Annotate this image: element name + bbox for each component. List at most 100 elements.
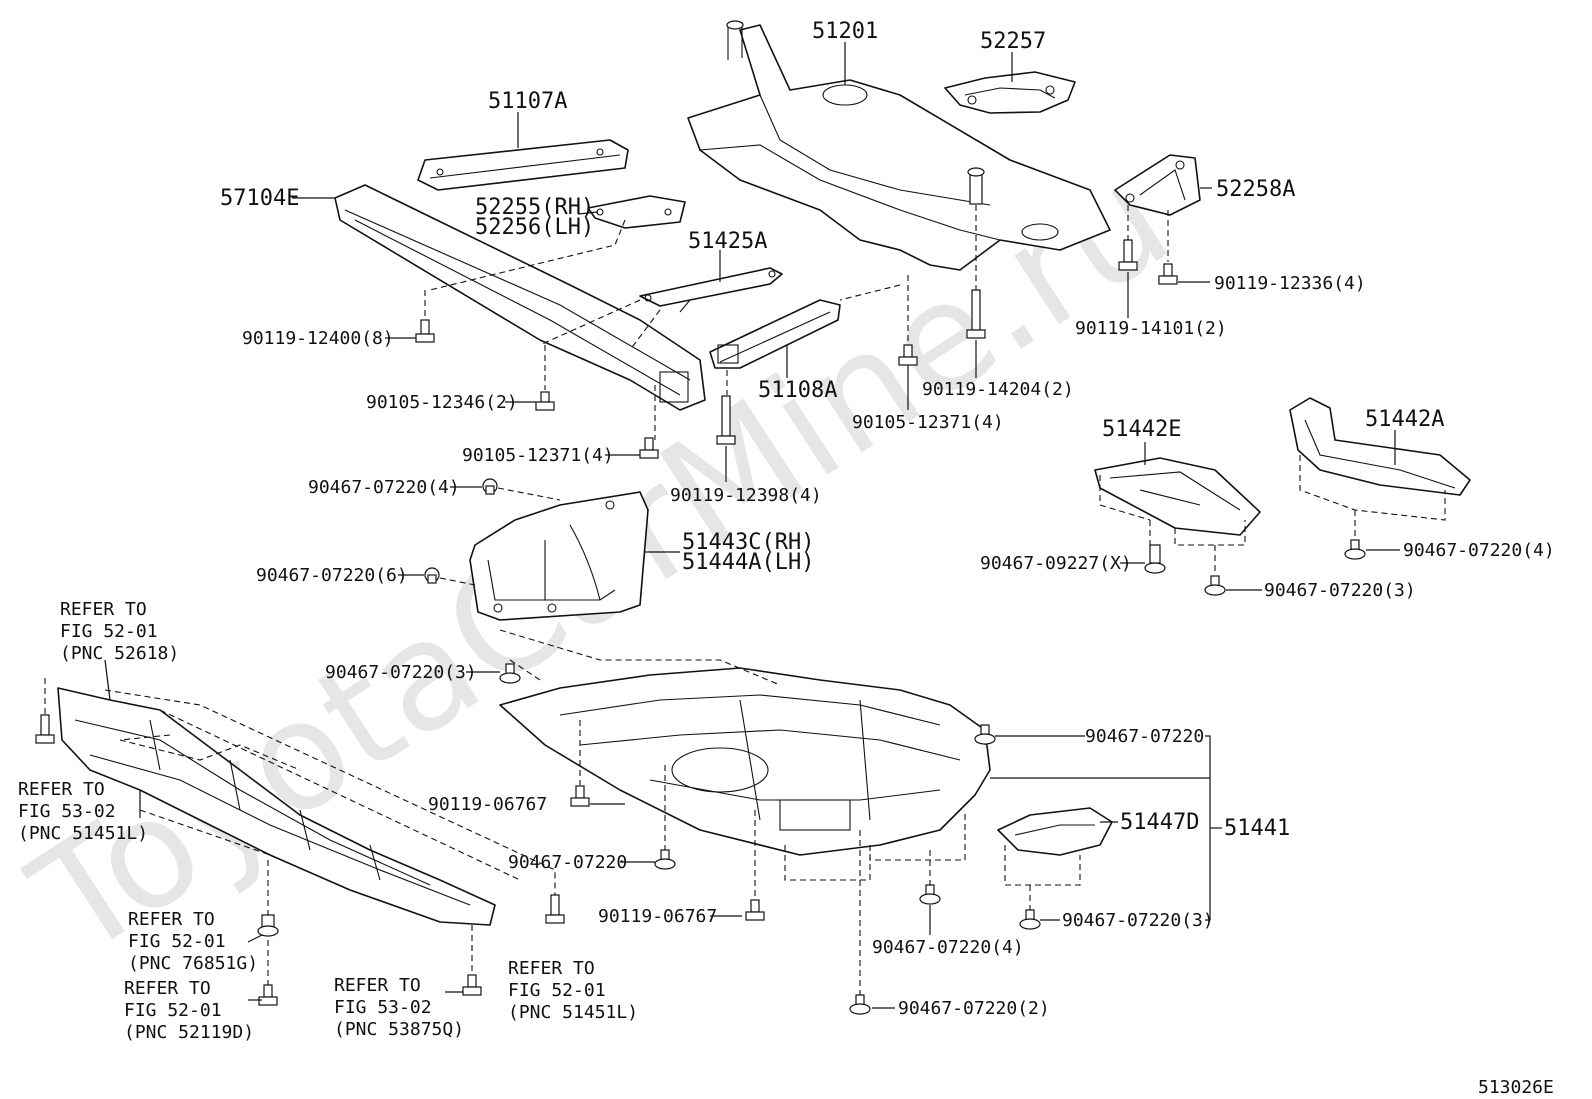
- label-90467-07220-4-bottom: 90467-07220(4): [872, 937, 1024, 958]
- label-51201: 51201: [812, 19, 878, 44]
- assembly-dashed-lines: [44, 205, 1446, 995]
- fasteners: [35, 239, 1366, 1015]
- svg-text:FIG 52-01: FIG 52-01: [60, 621, 158, 642]
- label-90105-12346: 90105-12346(2): [366, 392, 518, 413]
- clip-icon: [654, 849, 676, 870]
- clip-icon: [1344, 539, 1366, 560]
- brace-51425A-shape: [639, 267, 783, 313]
- label-51444A-lh: 51444A(LH): [682, 550, 814, 575]
- bolt-icon: [258, 984, 278, 1006]
- cover-51447D-shape: [997, 807, 1113, 856]
- label-90467-07220-mid: 90467-07220: [508, 852, 627, 873]
- bolt-icon: [545, 894, 565, 924]
- cover-51442E-shape: [1094, 457, 1261, 536]
- svg-text:REFER TO: REFER TO: [334, 975, 421, 996]
- label-90119-06767-bottom: 90119-06767: [598, 906, 717, 927]
- bolt-icon: [745, 899, 765, 921]
- label-90467-07220-6: 90467-07220(6): [256, 565, 408, 586]
- svg-text:REFER TO: REFER TO: [60, 599, 147, 620]
- label-52257: 52257: [980, 29, 1046, 54]
- svg-text:(PNC 52119D): (PNC 52119D): [124, 1022, 254, 1043]
- cover-51442A-shape: [1289, 397, 1471, 496]
- bolt-icon: [570, 785, 590, 807]
- refer-note-51451L-right: REFER TO FIG 52-01 (PNC 51451L): [508, 958, 638, 1023]
- label-90105-12371-right: 90105-12371(4): [852, 412, 1004, 433]
- label-51107A: 51107A: [488, 89, 567, 114]
- svg-text:(PNC 53875Q): (PNC 53875Q): [334, 1019, 464, 1040]
- plate-52257-shape: [944, 71, 1076, 114]
- bolt-icon: [35, 714, 55, 744]
- refer-note-52119D: REFER TO FIG 52-01 (PNC 52119D): [124, 978, 254, 1043]
- refer-note-53875Q: REFER TO FIG 53-02 (PNC 53875Q): [334, 975, 464, 1040]
- svg-text:REFER TO: REFER TO: [128, 909, 215, 930]
- clip-icon: [849, 994, 871, 1015]
- clip-icon: [1019, 909, 1041, 930]
- bolt-icon: [1158, 263, 1178, 285]
- label-90467-07220-3-right: 90467-07220(3): [1264, 580, 1416, 601]
- bolt-icon: [639, 437, 659, 459]
- label-90467-07220-4-right: 90467-07220(4): [1403, 540, 1555, 561]
- svg-text:REFER TO: REFER TO: [18, 779, 105, 800]
- crossmember-51201-shape: [687, 20, 1111, 271]
- shield-51443C-51444A-shape: [469, 491, 649, 621]
- clip-icon: [499, 663, 521, 684]
- bumper-lower-cover-shape: [57, 687, 496, 926]
- svg-text:FIG 53-02: FIG 53-02: [334, 997, 432, 1018]
- label-90467-09227: 90467-09227(X): [980, 553, 1132, 574]
- svg-text:REFER TO: REFER TO: [124, 978, 211, 999]
- bolt-icon: [716, 395, 736, 445]
- clip-icon: [1204, 575, 1226, 596]
- label-90119-12398: 90119-12398(4): [670, 485, 822, 506]
- label-90119-14204: 90119-14204(2): [922, 379, 1074, 400]
- label-90467-07220-right: 90467-07220: [1085, 726, 1204, 747]
- clip-icon: [1144, 544, 1166, 574]
- bolt-icon: [966, 289, 986, 339]
- label-51442E: 51442E: [1102, 417, 1181, 442]
- label-90105-12371-left: 90105-12371(4): [462, 445, 614, 466]
- label-90119-12400: 90119-12400(8): [242, 328, 394, 349]
- label-52258A: 52258A: [1216, 177, 1295, 202]
- svg-text:FIG 52-01: FIG 52-01: [128, 931, 226, 952]
- part-labels: 51201 52257 51107A 57104E 52255(RH) 5225…: [220, 19, 1555, 1019]
- clip-icon: [257, 914, 279, 937]
- svg-text:FIG 52-01: FIG 52-01: [124, 1000, 222, 1021]
- label-90467-07220-4-top: 90467-07220(4): [308, 477, 460, 498]
- label-90467-07220-2: 90467-07220(2): [898, 998, 1050, 1019]
- label-90119-06767-top: 90119-06767: [428, 794, 547, 815]
- refer-note-52618: REFER TO FIG 52-01 (PNC 52618): [60, 599, 179, 664]
- bracket-52258A-shape: [1114, 154, 1201, 216]
- clip-icon: [919, 884, 941, 905]
- diagram-id: 513026E: [1478, 1077, 1554, 1098]
- svg-text:REFER TO: REFER TO: [508, 958, 595, 979]
- label-51441: 51441: [1224, 816, 1290, 841]
- label-52256-lh: 52256(LH): [475, 215, 594, 240]
- svg-text:(PNC 51451L): (PNC 51451L): [508, 1002, 638, 1023]
- clip-icon: [974, 724, 996, 745]
- refer-note-51451L-left: REFER TO FIG 53-02 (PNC 51451L): [18, 779, 148, 844]
- svg-text:FIG 53-02: FIG 53-02: [18, 801, 116, 822]
- reinforcement-51107A-shape: [417, 139, 629, 191]
- svg-text:(PNC 76851G): (PNC 76851G): [128, 953, 258, 974]
- refer-note-76851G: REFER TO FIG 52-01 (PNC 76851G): [128, 909, 258, 974]
- reinforcement-51108A-shape: [709, 299, 841, 369]
- leader-lines: [104, 42, 1400, 1009]
- label-90119-12336: 90119-12336(4): [1214, 273, 1366, 294]
- label-51442A: 51442A: [1365, 407, 1444, 432]
- label-90467-07220-3-left: 90467-07220(3): [325, 662, 477, 683]
- bolt-icon: [1118, 239, 1138, 271]
- clip-icon: [424, 567, 440, 584]
- under-cover-51441-shape: [499, 667, 991, 856]
- bolt-icon: [415, 319, 435, 343]
- label-51447D: 51447D: [1120, 810, 1199, 835]
- svg-text:(PNC 51451L): (PNC 51451L): [18, 823, 148, 844]
- bolt-icon: [535, 391, 555, 411]
- refer-notes: REFER TO FIG 52-01 (PNC 52618) REFER TO …: [18, 599, 638, 1043]
- clip-icon: [482, 478, 498, 495]
- label-51425A: 51425A: [688, 229, 767, 254]
- label-52255-rh: 52255(RH): [475, 195, 594, 220]
- label-51443C-rh: 51443C(RH): [682, 530, 814, 555]
- label-90119-14101: 90119-14101(2): [1075, 318, 1227, 339]
- svg-text:FIG 52-01: FIG 52-01: [508, 980, 606, 1001]
- label-51108A: 51108A: [758, 378, 837, 403]
